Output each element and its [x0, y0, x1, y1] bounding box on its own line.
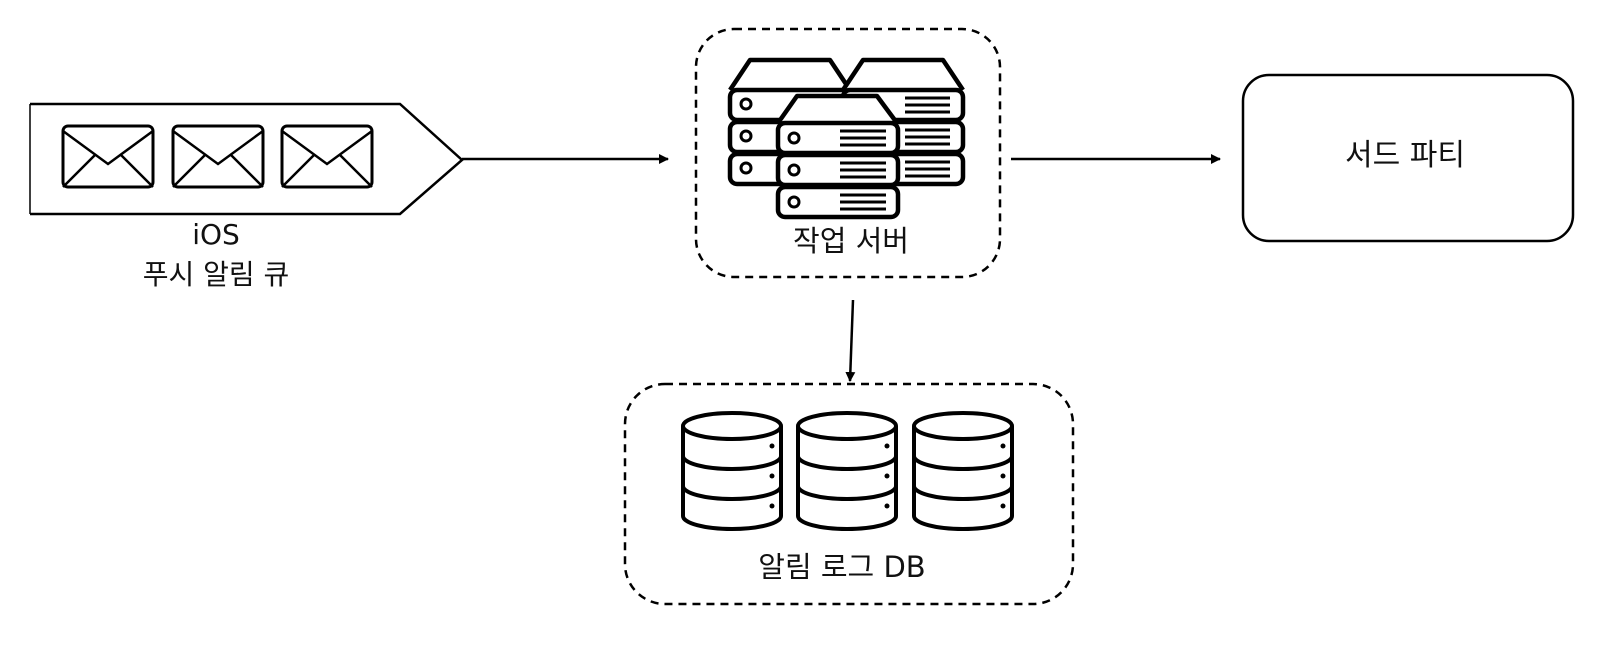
worker-server-node — [694, 27, 1002, 279]
arrow-worker-to-log-db — [845, 299, 856, 382]
log-db-label: 알림 로그 DB — [712, 548, 972, 588]
message-envelope-icon — [171, 124, 265, 189]
worker-group-border — [694, 27, 1002, 279]
worker-server-label: 작업 서버 — [736, 222, 966, 262]
database-icon — [912, 411, 1014, 531]
third-party-box — [1241, 73, 1575, 243]
push-queue-node — [29, 102, 464, 216]
message-envelope-icon — [280, 124, 374, 189]
database-icon — [681, 411, 783, 531]
queue-label-name: 푸시 알림 큐 — [142, 258, 290, 291]
server-stack-icon — [775, 93, 901, 220]
third-party-label: 서드 파티 — [1345, 138, 1465, 173]
log-db-group-border — [623, 382, 1075, 606]
log-db-node — [623, 382, 1075, 606]
database-icon — [796, 411, 898, 531]
queue-label-platform: iOS — [192, 218, 240, 251]
message-envelope-icon — [61, 124, 155, 189]
